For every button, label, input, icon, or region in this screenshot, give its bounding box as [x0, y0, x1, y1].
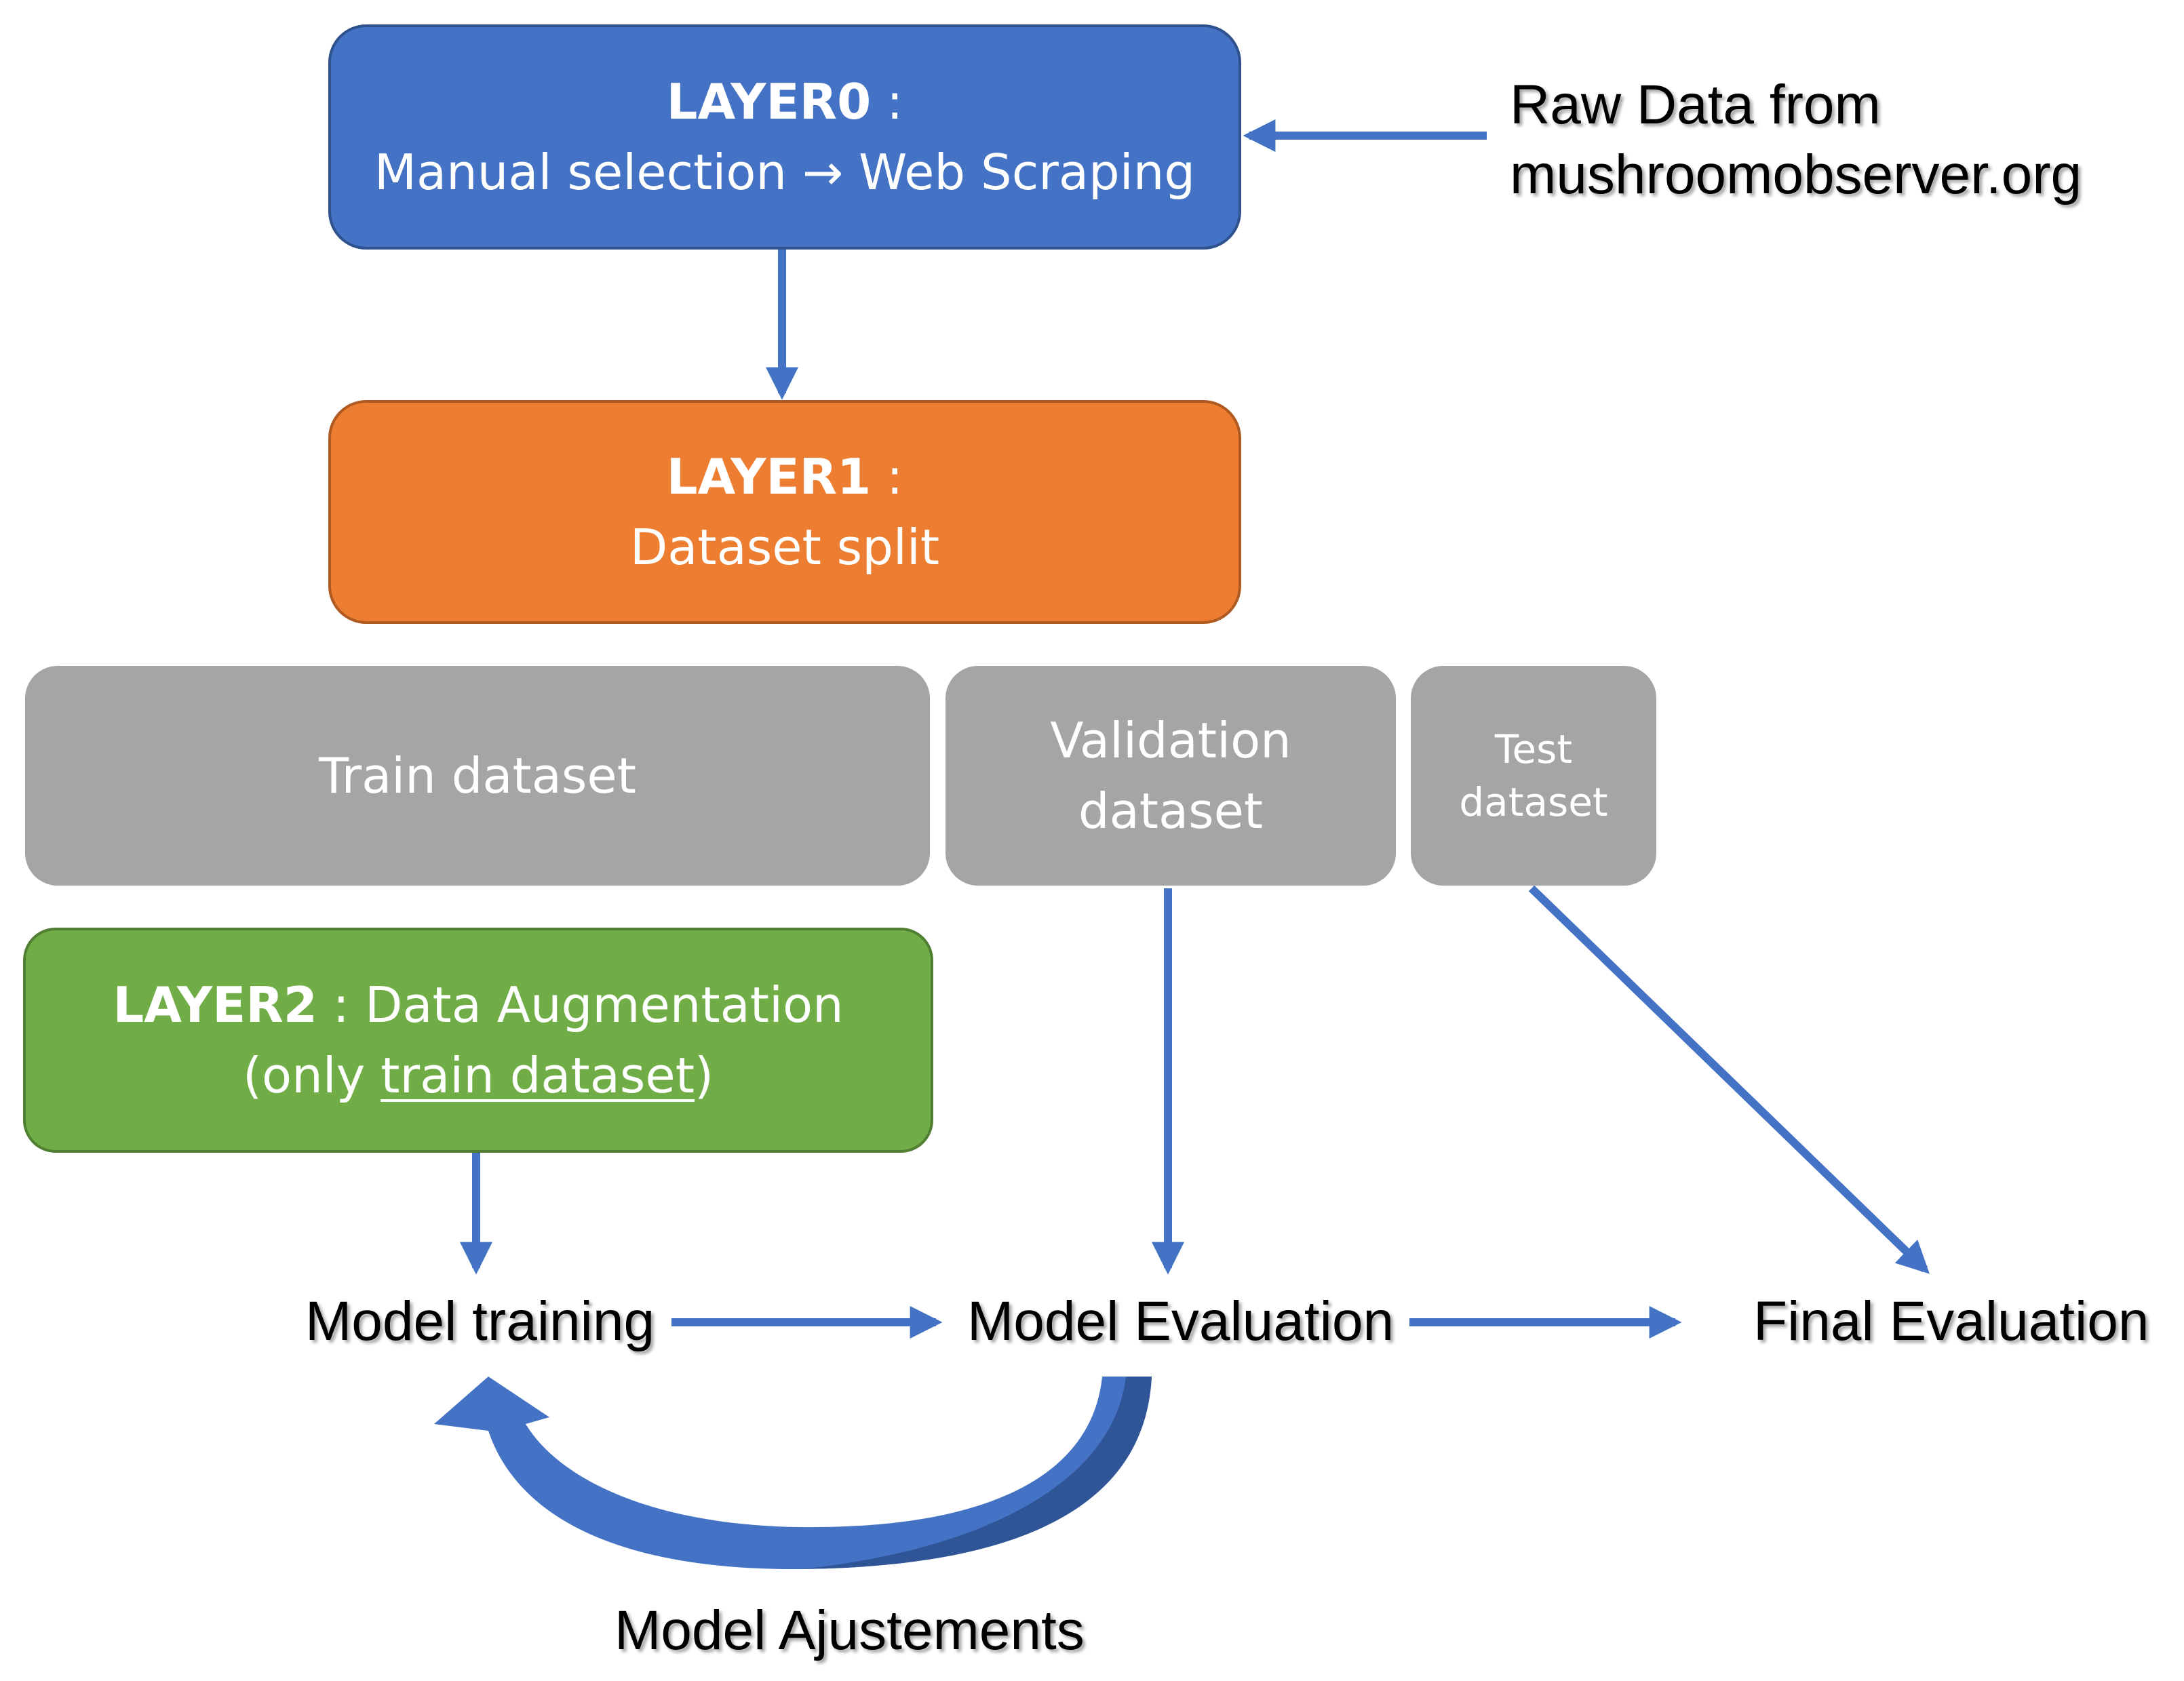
model-adjustments-label: Model Ajustements — [615, 1600, 1085, 1661]
final-evaluation-label: Final Evaluation — [1753, 1290, 2149, 1352]
arrow-test-to-final — [1528, 885, 1930, 1274]
layer0-box: LAYER0 : Manual selection → Web Scraping — [328, 24, 1241, 250]
layer2-title: LAYER2 — [113, 976, 317, 1033]
source-line2: mushroomobserver.org — [1510, 143, 2082, 205]
test-line1: Test — [1494, 726, 1573, 772]
layer0-text-before: Manual selection — [374, 144, 802, 201]
layer0-separator: : — [871, 73, 903, 130]
model-training-label: Model training — [305, 1290, 655, 1352]
layer0-title: LAYER0 — [666, 73, 872, 130]
validation-dataset-box: Validation dataset — [945, 666, 1396, 886]
layer2-paren-open: (only — [242, 1047, 381, 1104]
layer1-title: LAYER1 — [666, 448, 872, 505]
curved-feedback-arrow — [434, 1377, 1152, 1570]
model-evaluation-label: Model Evaluation — [967, 1290, 1395, 1352]
layer2-text: : Data Augmentation — [317, 976, 844, 1033]
raw-data-source-label: Raw Data from mushroomobserver.org — [1510, 71, 2082, 210]
layer1-separator: : — [871, 448, 903, 505]
layer1-text: Dataset split — [629, 519, 940, 576]
layer1-box: LAYER1 : Dataset split — [328, 400, 1241, 624]
layer0-text-after: Web Scraping — [843, 144, 1196, 201]
layer2-paren-close: ) — [694, 1047, 714, 1104]
validation-line2: dataset — [1078, 783, 1264, 839]
test-dataset-box: Test dataset — [1411, 666, 1656, 886]
layer2-box: LAYER2 : Data Augmentation (only train d… — [23, 928, 933, 1153]
source-line1: Raw Data from — [1510, 74, 1881, 136]
test-line2: dataset — [1459, 779, 1608, 825]
train-dataset-label: Train dataset — [319, 747, 636, 804]
validation-line1: Validation — [1050, 711, 1291, 769]
train-dataset-box: Train dataset — [25, 666, 930, 886]
right-arrow-icon: → — [802, 144, 844, 201]
layer2-underlined-text: train dataset — [381, 1047, 695, 1104]
